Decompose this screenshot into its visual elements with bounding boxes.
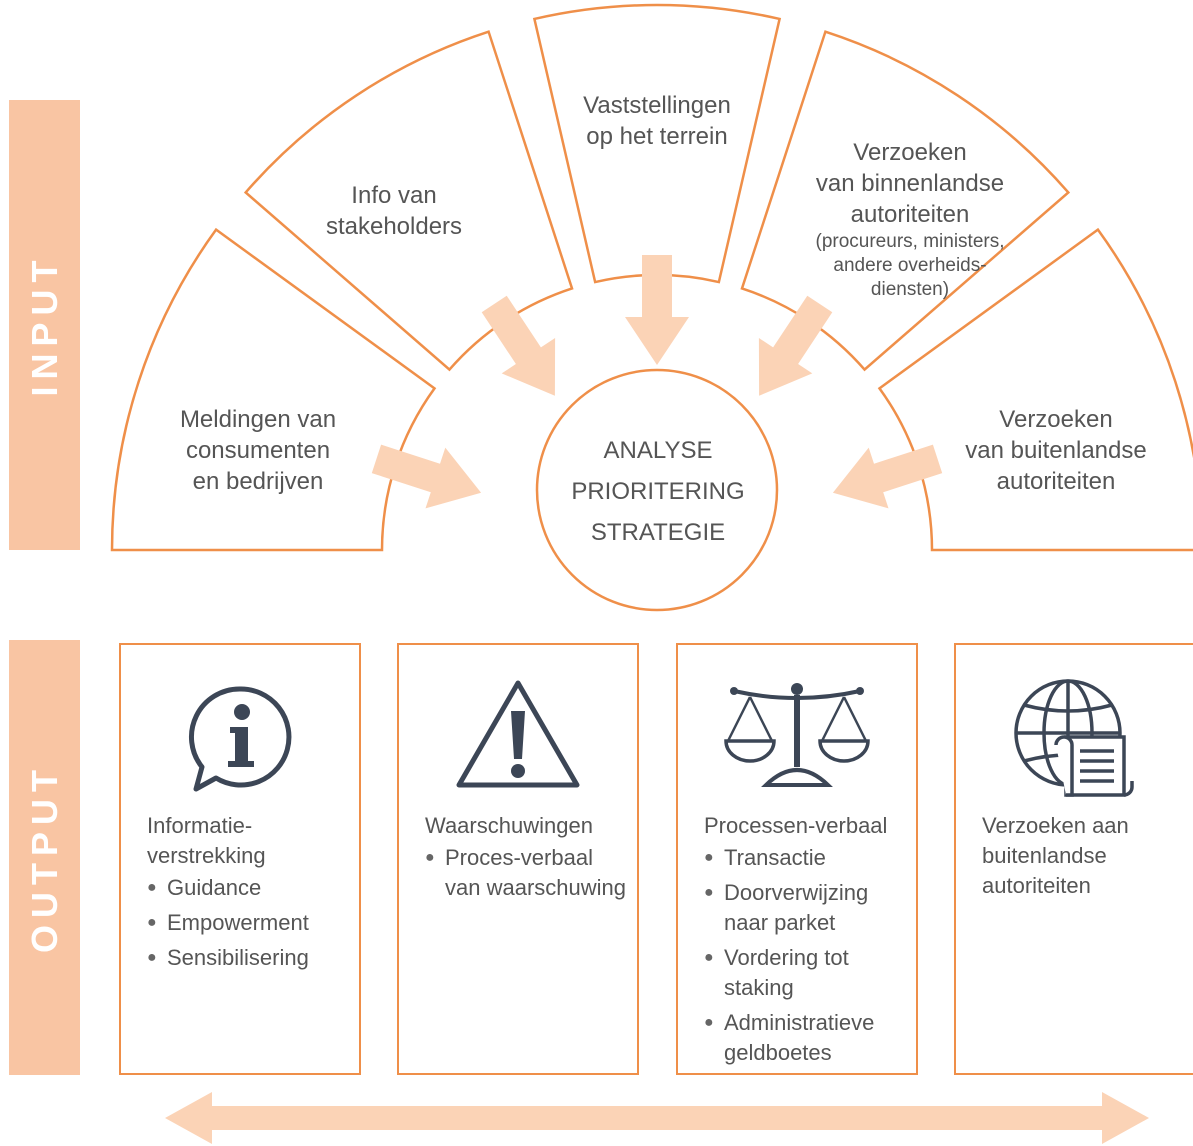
list-item: Vordering tot staking [704,943,908,1003]
output-title: Processen-verbaal [704,813,888,838]
segment-domestic-requests [740,30,1071,372]
output-bullet-list: Proces-verbaal van waarschuwing [425,843,629,903]
list-item: Doorverwijzing naar parket [704,878,908,938]
output-box-information: Informatie- verstrekking Guidance Empowe… [119,643,361,1075]
bottom-double-arrow [165,1092,1149,1144]
output-box-foreign: Verzoeken aan buitenlandse autoriteiten [954,643,1193,1075]
center-circle [535,368,779,612]
list-item: Sensibilisering [147,943,351,973]
center-analysis-text: ANALYSE PRIORITERING STRATEGIE [571,437,745,546]
input-arrow [832,444,943,509]
segment-field-findings [532,3,782,284]
output-bullet-list: Guidance Empowerment Sensibilisering [147,873,351,973]
output-box-warnings: Waarschuwingen Proces-verbaal van waarsc… [397,643,639,1075]
input-domestic-requests: Verzoeken van binnenlandse autoriteiten … [815,139,1005,300]
segment-foreign-requests [877,227,1193,552]
list-item: Guidance [147,873,351,903]
globe-document-icon [1013,679,1134,797]
input-arrow [625,255,689,365]
warning-triangle-icon [456,680,580,788]
output-band: OUTPUT [9,640,80,1075]
input-field-findings: Vaststellingen op het terrein [583,92,731,150]
input-arrow [481,295,556,396]
scales-of-justice-icon [724,683,870,787]
input-arrow [758,295,833,396]
list-item: Proces-verbaal van waarschuwing [425,843,629,903]
input-band: INPUT [9,100,80,550]
input-stakeholder-info: Info van stakeholders [325,182,463,240]
input-arrow [371,444,482,509]
segment-consumer-reports [110,227,437,552]
output-title: Verzoeken aan buitenlandse autoriteiten [982,813,1129,898]
list-item: Administratieve geldboetes [704,1008,908,1068]
input-consumer-reports: Meldingen van consumenten en bedrijven [179,406,337,495]
info-speech-bubble-icon [189,686,292,792]
output-bullet-list: Transactie Doorverwijzing naar parket Vo… [704,843,908,1068]
list-item: Transactie [704,843,908,873]
output-box-reports: Processen-verbaal Transactie Doorverwijz… [676,643,918,1075]
list-item: Empowerment [147,908,351,938]
output-title: Informatie- verstrekking [147,813,266,868]
input-foreign-requests: Verzoeken van buitenlandse autoriteiten [965,406,1147,495]
output-title: Waarschuwingen [425,813,593,838]
segment-stakeholder-info [243,30,574,372]
